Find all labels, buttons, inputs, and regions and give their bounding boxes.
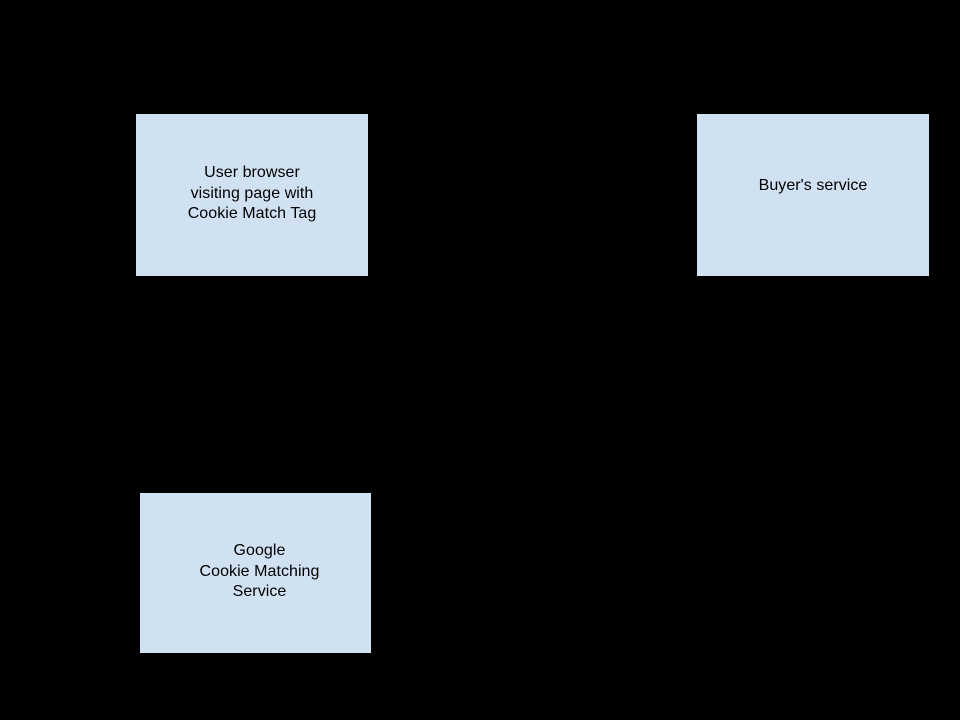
node-google-cookie-matching-label: Google Cookie Matching Service [199, 541, 320, 601]
node-user-browser-label: User browser visiting page with Cookie M… [187, 163, 317, 223]
node-google-cookie-matching[interactable]: Google Cookie Matching Service [140, 493, 371, 653]
node-buyers-service-label: Buyer's service [758, 176, 868, 194]
node-user-browser[interactable]: User browser visiting page with Cookie M… [136, 114, 368, 276]
node-buyers-service[interactable]: Buyer's service [697, 114, 929, 276]
